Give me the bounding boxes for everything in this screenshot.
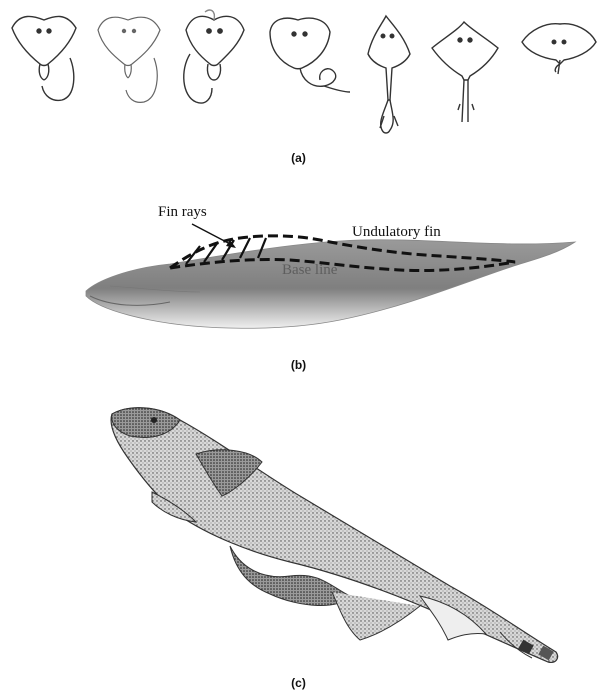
fin-rays-pointer <box>192 224 234 246</box>
ray-silhouette-7 <box>522 24 596 74</box>
ray-silhouette-1 <box>12 16 76 100</box>
ray-silhouette-6 <box>432 22 498 122</box>
label-base-line: Base line <box>282 262 337 279</box>
caption-a: (a) <box>0 151 597 165</box>
fish-eye <box>151 417 157 423</box>
fish-body-stippled <box>111 408 557 663</box>
panel-b: Fin rays Undulatory fin Base line <box>0 196 597 346</box>
ray-silhouette-2 <box>98 17 160 102</box>
label-fin-rays: Fin rays <box>158 204 207 221</box>
fish-illustration <box>0 396 597 672</box>
ray-silhouette-5 <box>368 16 410 133</box>
panel-a <box>0 0 597 150</box>
panel-c <box>0 396 597 672</box>
ray-silhouette-4 <box>270 18 350 92</box>
ray-silhouettes <box>0 0 597 150</box>
fish-body <box>86 240 575 329</box>
caption-c: (c) <box>0 676 597 690</box>
caption-b: (b) <box>0 358 597 372</box>
ray-silhouette-3 <box>184 10 244 103</box>
label-undulatory-fin: Undulatory fin <box>352 224 441 241</box>
